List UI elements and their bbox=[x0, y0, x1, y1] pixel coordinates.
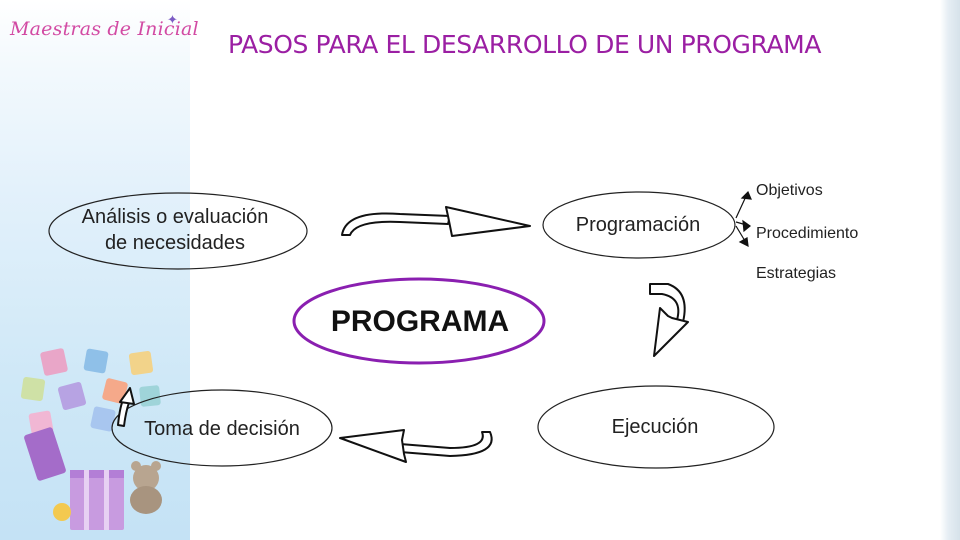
logo-text: Maestras de Inicial bbox=[10, 18, 199, 40]
oval-toma-decision bbox=[111, 389, 333, 467]
arrow-programacion-to-ejecucion bbox=[649, 283, 689, 357]
oval-analisis bbox=[48, 192, 308, 270]
oval-programacion bbox=[542, 191, 736, 259]
page-title: PASOS PARA EL DESARROLLO DE UN PROGRAMA bbox=[228, 30, 822, 59]
toy-illustration bbox=[20, 348, 162, 530]
label-ejecucion: Ejecución bbox=[611, 416, 699, 438]
label-programacion: Programación bbox=[575, 214, 701, 236]
oval-programa bbox=[292, 277, 546, 365]
page-edge-shadow bbox=[940, 0, 960, 540]
arrow-analisis-to-programacion bbox=[341, 206, 531, 237]
item-objetivos: Objetivos bbox=[756, 182, 823, 199]
label-programa: PROGRAMA bbox=[330, 305, 510, 338]
label-analisis-line2: de necesidades bbox=[104, 232, 246, 254]
item-procedimiento: Procedimiento bbox=[756, 225, 859, 242]
sparkle-icon: ✦ bbox=[167, 12, 178, 27]
arrow-ejecucion-to-toma bbox=[339, 429, 493, 463]
branch-arrows bbox=[735, 190, 752, 248]
label-analisis-line1: Análisis o evaluación bbox=[81, 206, 269, 228]
arrow-toma-to-analisis bbox=[117, 387, 135, 427]
label-toma-decision: Toma de decisión bbox=[144, 418, 300, 440]
label-analisis: Análisis o evaluación de necesidades bbox=[50, 204, 300, 256]
oval-ejecucion bbox=[537, 385, 775, 469]
item-estrategias: Estrategias bbox=[756, 265, 837, 282]
